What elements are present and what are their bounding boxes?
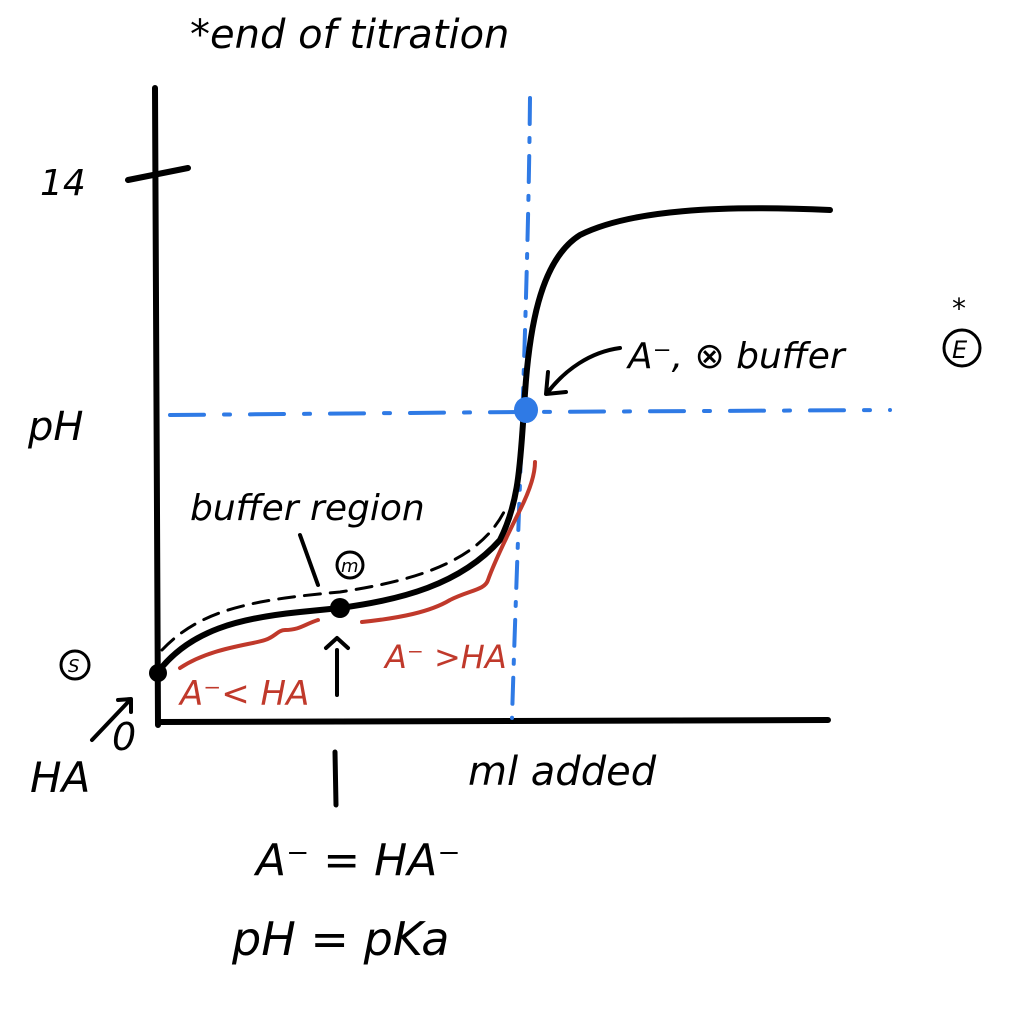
y-axis-label: pH: [27, 404, 83, 450]
buffer-region-pointer: [298, 533, 320, 587]
origin-label: 0: [112, 715, 136, 759]
brace-less-than: [178, 618, 320, 670]
s-circle: [59, 649, 91, 681]
origin-arrow: [90, 697, 133, 742]
buffer-region-label: buffer region: [190, 488, 425, 529]
title: *end of titration: [190, 12, 509, 58]
brace-greater-than: [360, 460, 537, 624]
less-than-label: A⁻< HA: [178, 674, 309, 714]
midpoint: [330, 598, 350, 618]
x-axis-label: ml added: [468, 749, 657, 795]
end-note-arrow: [544, 346, 622, 396]
e-label: E: [952, 336, 968, 364]
s-label: S: [68, 656, 79, 677]
start-point: [149, 664, 167, 682]
e-star: *: [952, 292, 966, 325]
origin-species-label: HA: [30, 753, 90, 802]
x-axis: [155, 717, 831, 725]
midpoint-arrow: [324, 636, 350, 697]
m-circle: [335, 550, 365, 580]
m-label: m: [341, 556, 359, 577]
equal-label: A⁻ = HA⁻: [253, 835, 461, 886]
equivalence-point: [514, 397, 538, 423]
y-axis: [152, 85, 161, 728]
y-tick-14: [125, 165, 191, 183]
midpoint-tick: [332, 749, 339, 808]
greater-than-label: A⁻ >HA: [383, 638, 507, 676]
pka-label: pH = pKa: [231, 912, 450, 966]
titration-curve: [155, 205, 833, 675]
end-note: A⁻, ⊗ buffer: [626, 336, 847, 377]
buffer-region-dashed-curve: [160, 508, 507, 652]
y-tick-label: 14: [40, 163, 86, 204]
e-circle: [942, 328, 982, 368]
